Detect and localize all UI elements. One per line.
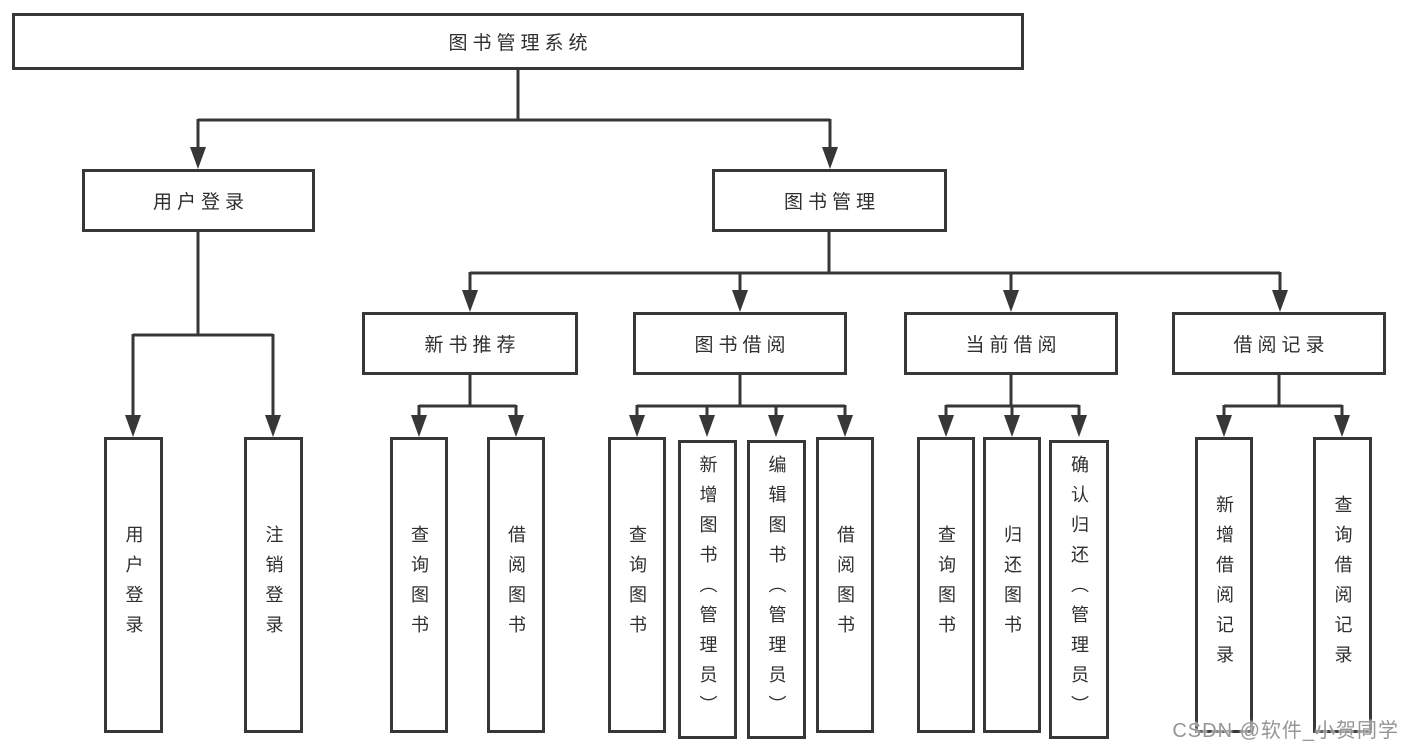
leaf-label: 查询图书 — [936, 525, 956, 645]
node-label: 图书管理 — [783, 192, 880, 213]
node-new-book-recommend: 新书推荐 — [362, 312, 578, 375]
leaf-label: 注销登录 — [263, 525, 284, 645]
leaf-label: 查询图书 — [627, 525, 647, 645]
leaf-edit-books-admin: 编辑图书（管理员） — [747, 440, 806, 739]
node-library-management-system: 图书管理系统 — [12, 13, 1024, 70]
arrowheads — [125, 147, 1350, 437]
leaf-label: 新增图书（管理员） — [697, 454, 718, 725]
leaf-label: 借阅图书 — [506, 525, 526, 645]
node-label: 图书管理系统 — [448, 33, 593, 54]
leaf-query-books-recommend: 查询图书 — [390, 437, 448, 733]
leaf-query-books-borrow: 查询图书 — [608, 437, 666, 733]
node-label: 用户登录 — [152, 192, 249, 213]
leaf-label: 编辑图书（管理员） — [766, 454, 787, 725]
csdn-watermark: CSDN @软件_小贺同学 — [1172, 720, 1399, 742]
leaf-add-books-admin: 新增图书（管理员） — [678, 440, 737, 739]
node-label: 图书借阅 — [694, 335, 791, 356]
leaf-label: 用户登录 — [123, 525, 144, 645]
leaf-logout: 注销登录 — [244, 437, 303, 733]
node-label: 借阅记录 — [1233, 335, 1330, 356]
node-label: 新书推荐 — [424, 335, 521, 356]
leaf-confirm-return-admin: 确认归还（管理员） — [1049, 440, 1109, 739]
leaf-user-login: 用户登录 — [104, 437, 163, 733]
node-current-borrow: 当前借阅 — [904, 312, 1118, 375]
leaf-label: 借阅图书 — [835, 525, 855, 645]
leaf-label: 查询图书 — [409, 525, 429, 645]
node-book-borrow: 图书借阅 — [633, 312, 847, 375]
leaf-label: 查询借阅记录 — [1332, 495, 1353, 675]
leaf-borrow-books: 借阅图书 — [816, 437, 874, 733]
node-borrow-records: 借阅记录 — [1172, 312, 1386, 375]
leaf-borrow-books-recommend: 借阅图书 — [487, 437, 545, 733]
leaf-query-borrow-record: 查询借阅记录 — [1313, 437, 1372, 733]
node-user-login-group: 用户登录 — [82, 169, 315, 232]
node-book-management: 图书管理 — [712, 169, 947, 232]
leaf-label: 新增借阅记录 — [1214, 495, 1234, 675]
node-label: 当前借阅 — [965, 335, 1062, 356]
leaf-return-books: 归还图书 — [983, 437, 1041, 733]
leaf-query-books-current: 查询图书 — [917, 437, 975, 733]
leaf-add-borrow-record: 新增借阅记录 — [1195, 437, 1253, 733]
leaf-label: 归还图书 — [1002, 525, 1022, 645]
leaf-label: 确认归还（管理员） — [1069, 454, 1089, 725]
